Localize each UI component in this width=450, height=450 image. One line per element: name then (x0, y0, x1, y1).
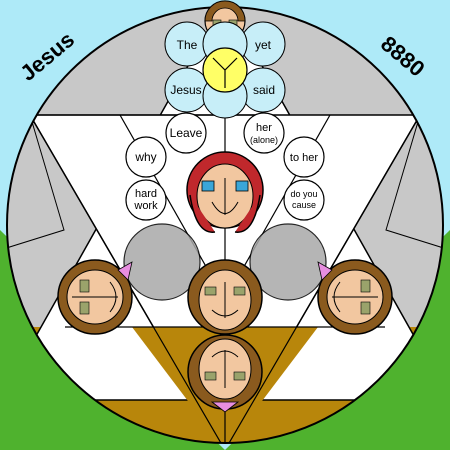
word-why: why (134, 150, 156, 164)
word-leave: Leave (170, 126, 203, 140)
word-hard: hard (135, 188, 157, 200)
bubble-hard-work (125, 179, 167, 221)
word-yet: yet (255, 38, 272, 52)
bubble-to-her (283, 136, 325, 178)
word-cause: cause (292, 200, 316, 210)
face-bottom (187, 334, 263, 413)
face-left (57, 259, 133, 335)
word-do-you: do you (290, 189, 317, 199)
shadow-disc-right (249, 223, 327, 301)
shadow-disc-left (123, 223, 201, 301)
word-her: her (256, 122, 272, 134)
word-bubbles (125, 112, 325, 221)
word-alone: (alone) (250, 135, 278, 145)
word-said: said (253, 83, 275, 97)
bubble-do-you-cause (283, 179, 325, 221)
word-work: work (133, 200, 158, 212)
word-to-her: to her (290, 152, 318, 164)
face-right (317, 259, 393, 335)
bubble-her-alone (243, 112, 285, 154)
top-rosette (164, 21, 286, 119)
word-the: The (177, 38, 198, 52)
bubble-leave (165, 112, 207, 154)
face-center-red-hair (186, 151, 264, 233)
bubble-why (125, 136, 167, 178)
face-middle (187, 259, 263, 335)
word-jesus: Jesus (170, 83, 201, 97)
